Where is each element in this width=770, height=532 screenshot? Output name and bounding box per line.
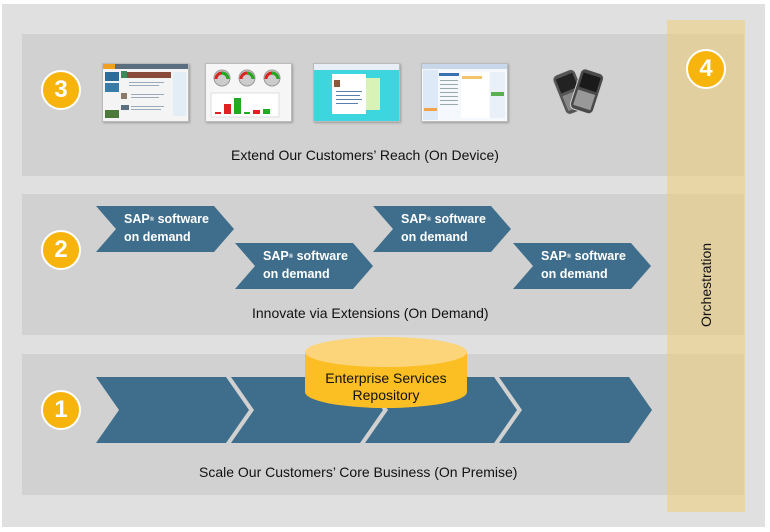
sap-on-demand-chevron: SAP® software on demand: [373, 206, 511, 252]
layer-2-caption: Innovate via Extensions (On Demand): [252, 305, 489, 321]
chevron-label: software: [154, 212, 210, 226]
smartphones-icon: [548, 63, 610, 118]
chevron-label: on demand: [541, 267, 608, 281]
layer-2-number-badge: 2: [41, 230, 81, 270]
process-chevron: [499, 377, 652, 443]
registered-mark: ®: [288, 254, 294, 260]
email-client-screen-icon: [421, 63, 508, 122]
chevron-label: on demand: [401, 230, 468, 244]
registered-mark: ®: [149, 217, 155, 223]
chevron-label: SAP: [541, 249, 567, 263]
sap-on-demand-chevron: SAP® software on demand: [96, 206, 234, 252]
orchestration-number-badge: 4: [686, 49, 726, 89]
repository-label-line2: Repository: [352, 387, 420, 403]
repository-label-line1: Enterprise Services: [325, 370, 447, 386]
chevron-label: on demand: [263, 267, 330, 281]
chevron-label: SAP: [401, 212, 427, 226]
sap-on-demand-chevron: SAP® software on demand: [235, 243, 373, 289]
chevron-label: software: [431, 212, 487, 226]
registered-mark: ®: [426, 217, 432, 223]
database-cylinder-icon: [305, 337, 467, 408]
dashboard-screen-icon: [205, 63, 292, 122]
chevron-label: software: [571, 249, 627, 263]
chevron-label: SAP: [263, 249, 289, 263]
enterprise-services-repository: Enterprise Services Repository: [304, 336, 468, 410]
orchestration-label: Orchestration: [698, 242, 714, 328]
sap-on-demand-chevron: SAP® software on demand: [513, 243, 651, 289]
web-app-screen-icon: [313, 63, 400, 122]
layer-3-number-badge: 3: [41, 70, 81, 110]
layer-1-caption: Scale Our Customers’ Core Business (On P…: [199, 464, 518, 480]
process-chevron: [96, 377, 249, 443]
chevron-label: on demand: [124, 230, 191, 244]
registered-mark: ®: [566, 254, 572, 260]
portal-screen-icon: [102, 63, 189, 122]
layer-1-number-badge: 1: [41, 390, 81, 430]
layer-3-caption: Extend Our Customers’ Reach (On Device): [231, 147, 499, 163]
chevron-label: SAP: [124, 212, 150, 226]
chevron-label: software: [293, 249, 349, 263]
orchestration-column: [667, 20, 745, 512]
